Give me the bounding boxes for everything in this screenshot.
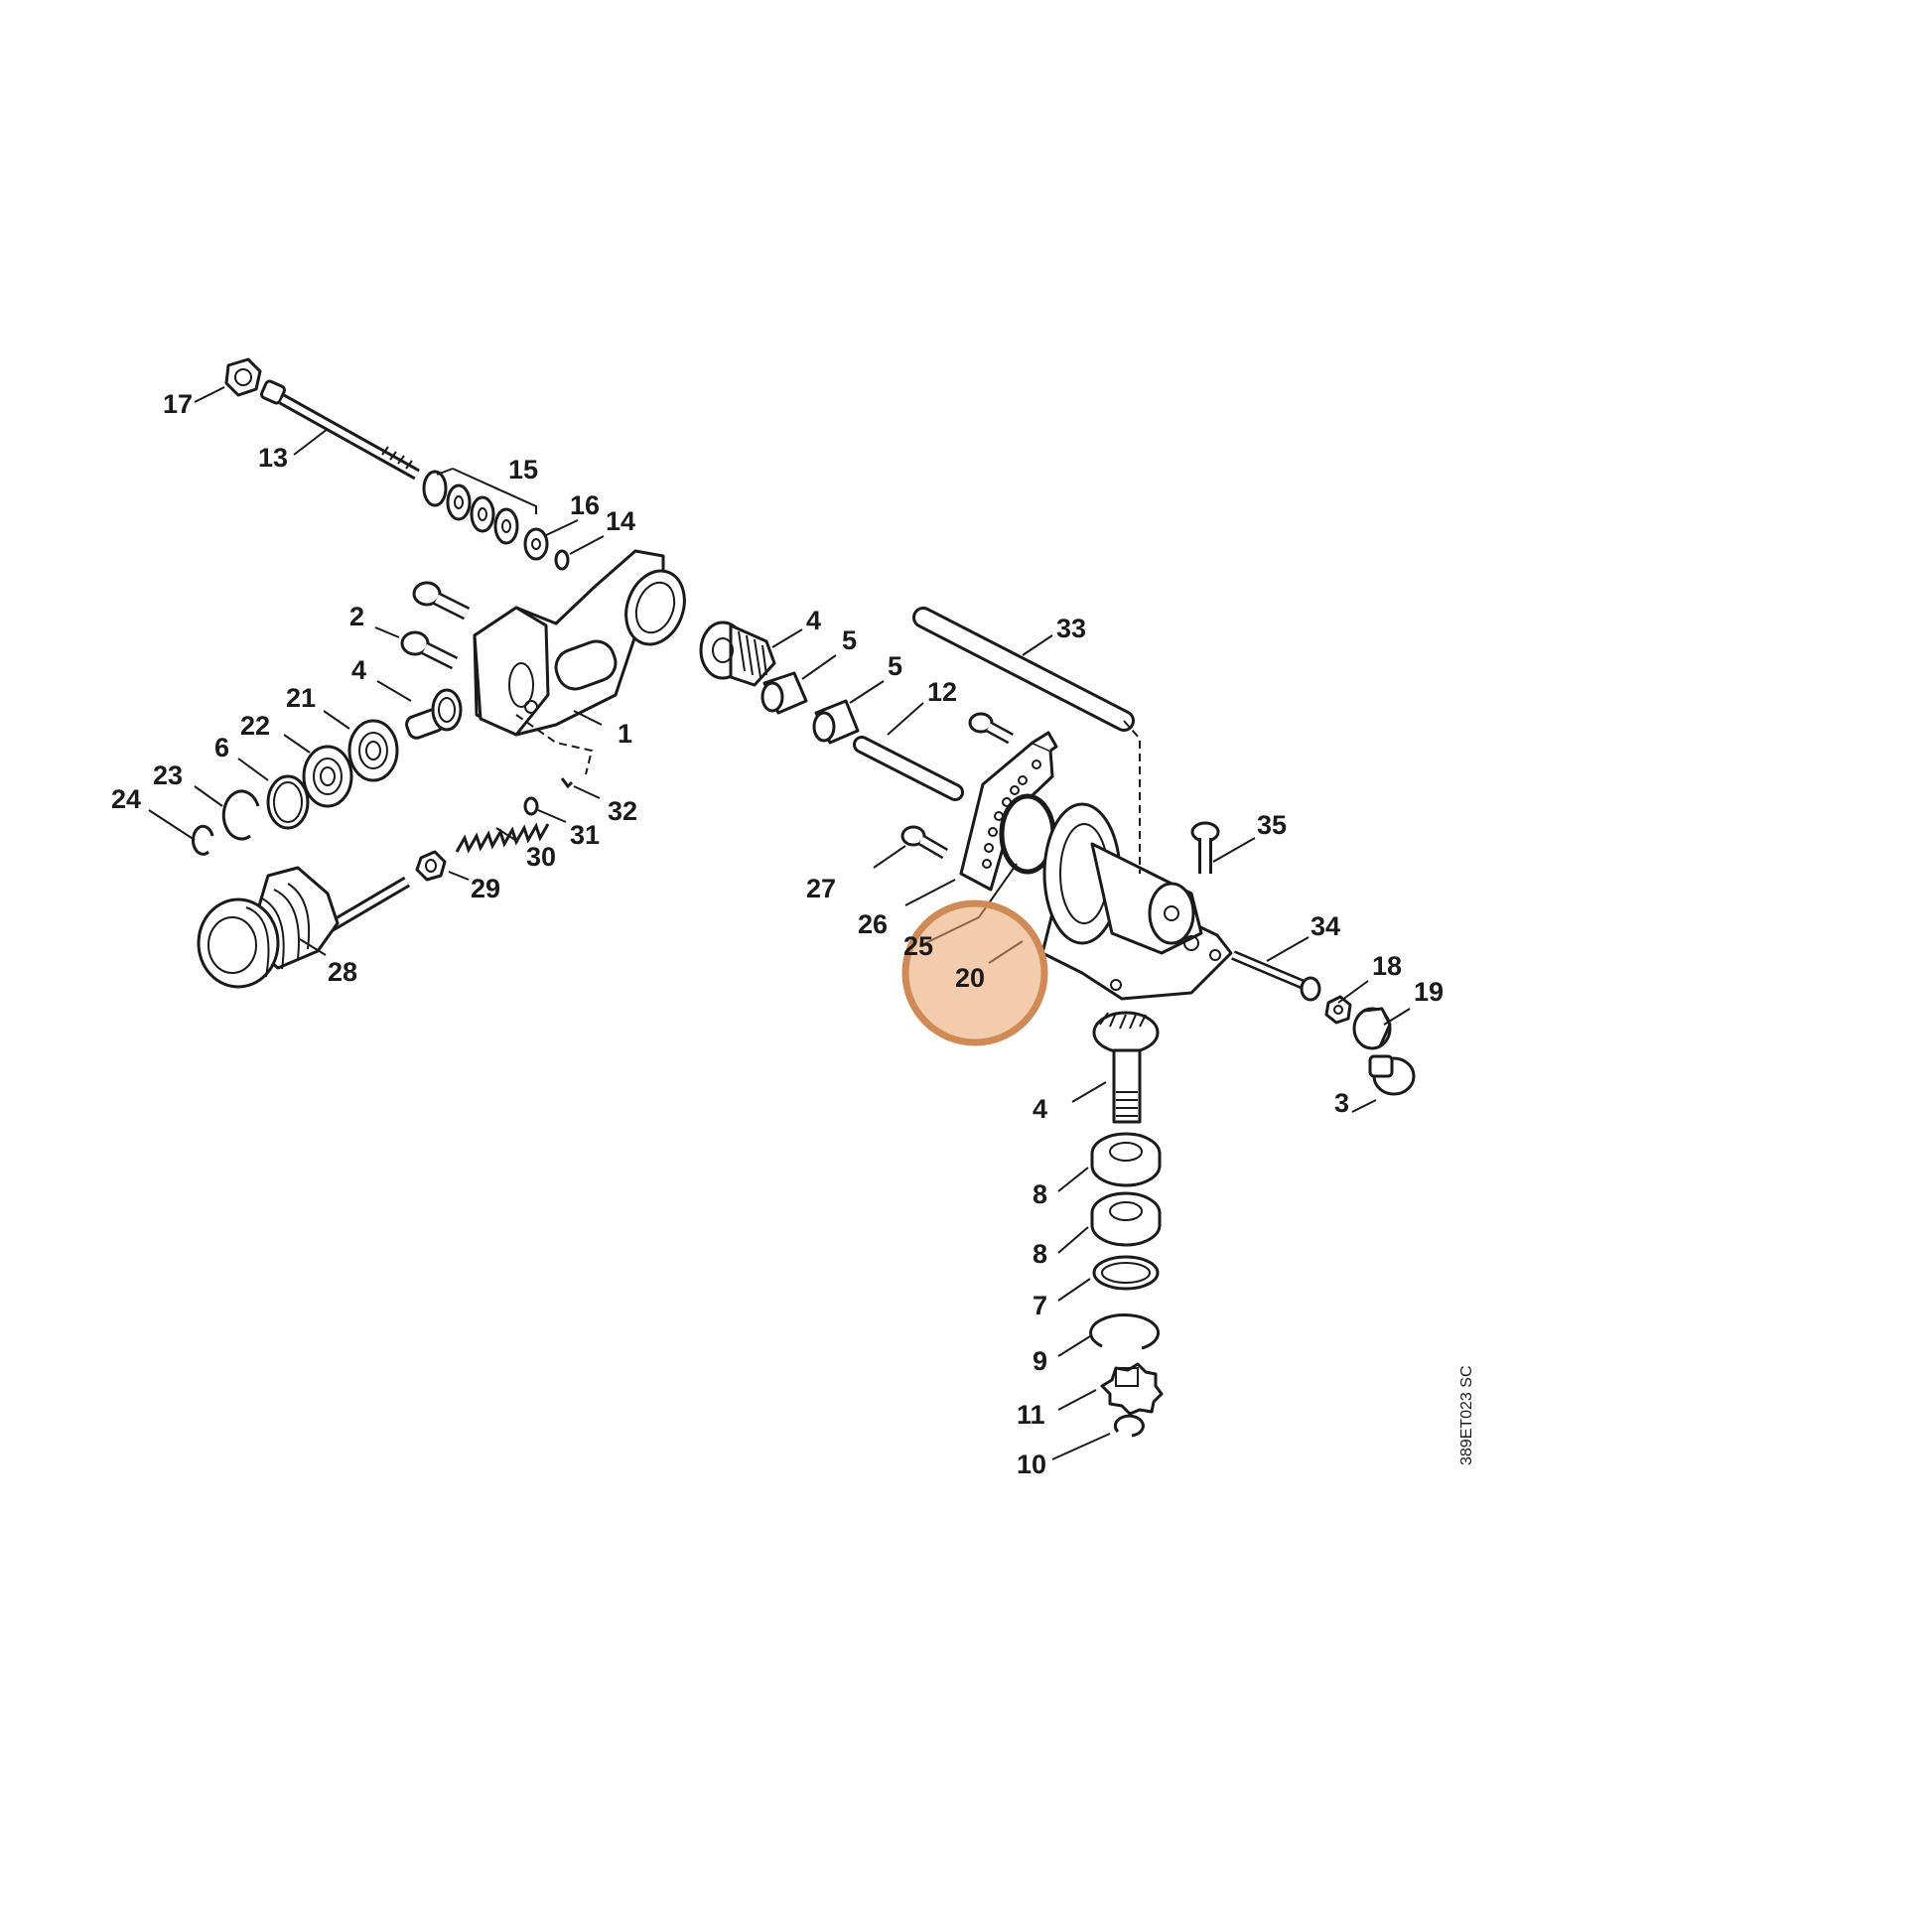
part-31-ring[interactable] xyxy=(523,796,539,816)
callout-19: 19 xyxy=(1414,977,1444,1007)
part-5-sleeve-lower[interactable] xyxy=(812,699,860,745)
callout-2: 2 xyxy=(349,602,364,631)
callout-18: 18 xyxy=(1372,951,1402,981)
callout-4-lower: 4 xyxy=(1033,1094,1047,1124)
callout-4-upper: 4 xyxy=(806,606,821,635)
part-18-nut[interactable] xyxy=(1324,995,1352,1025)
callout-32: 32 xyxy=(608,796,637,826)
callout-26: 26 xyxy=(858,909,888,939)
callout-10: 10 xyxy=(1017,1449,1046,1479)
part-2-screw-lower[interactable] xyxy=(400,630,459,670)
callout-labels: 17 13 15 16 14 2 4 21 22 6 23 24 1 32 31… xyxy=(111,389,1444,1479)
callout-11: 11 xyxy=(1017,1400,1045,1430)
part-21-ball-bearing[interactable] xyxy=(347,719,399,782)
part-12-pin[interactable] xyxy=(853,736,964,801)
callout-12: 12 xyxy=(927,677,957,707)
part-17-nut[interactable] xyxy=(224,357,262,397)
part-6-ring[interactable] xyxy=(266,774,310,830)
part-33-rod[interactable] xyxy=(912,607,1135,732)
callout-28: 28 xyxy=(328,957,357,987)
part-2-screw-upper[interactable] xyxy=(412,581,471,621)
callout-7: 7 xyxy=(1033,1291,1047,1320)
callout-31: 31 xyxy=(570,820,600,850)
callout-6: 6 xyxy=(214,733,229,762)
callout-15: 15 xyxy=(508,455,538,484)
part-13-bolt[interactable] xyxy=(259,379,420,481)
part-screw-upper-26[interactable] xyxy=(968,712,1014,745)
callout-8-upper: 8 xyxy=(1033,1179,1047,1209)
part-4-bevel-gear-left[interactable] xyxy=(404,688,463,740)
callout-8-lower: 8 xyxy=(1033,1239,1047,1269)
callout-33: 33 xyxy=(1056,614,1086,643)
part-24-circlip[interactable] xyxy=(191,824,214,856)
callout-13: 13 xyxy=(258,443,288,473)
part-19-cap[interactable] xyxy=(1352,1007,1392,1050)
part-30-spring[interactable] xyxy=(455,822,550,854)
callout-22: 22 xyxy=(240,711,270,741)
callout-1: 1 xyxy=(618,719,632,749)
part-28-grip-assembly[interactable] xyxy=(197,866,411,989)
part-15-washers[interactable] xyxy=(422,470,519,545)
callout-30: 30 xyxy=(526,842,556,872)
callout-16: 16 xyxy=(570,490,600,520)
part-32-pin[interactable] xyxy=(560,777,574,789)
part-gear-housing[interactable] xyxy=(1040,802,1233,1001)
part-27-screw[interactable] xyxy=(900,825,949,860)
callout-23: 23 xyxy=(153,760,183,790)
callout-14: 14 xyxy=(606,506,635,536)
assembly-line-clamp xyxy=(515,714,594,775)
part-7-ring[interactable] xyxy=(1092,1255,1160,1291)
callout-17: 17 xyxy=(163,389,193,419)
part-16-washer[interactable] xyxy=(523,527,549,561)
part-1-clamp-housing[interactable] xyxy=(473,549,694,737)
callout-20: 20 xyxy=(955,963,985,993)
callout-27: 27 xyxy=(806,874,836,903)
callout-3: 3 xyxy=(1334,1088,1349,1118)
part-11-sprocket[interactable] xyxy=(1100,1362,1164,1416)
callout-4-left: 4 xyxy=(351,655,366,685)
leader-lines xyxy=(148,386,1411,1460)
callout-5-upper: 5 xyxy=(842,625,857,655)
highlight-marker[interactable] xyxy=(901,899,1048,1046)
part-14-ring[interactable] xyxy=(554,549,570,571)
part-8-bearing-upper[interactable] xyxy=(1090,1132,1162,1187)
part-29-nut[interactable] xyxy=(415,850,447,882)
drawing-reference: 389ET023 SC xyxy=(1458,1365,1475,1465)
part-10-circlip[interactable] xyxy=(1113,1414,1145,1438)
part-35-screw[interactable] xyxy=(1190,821,1220,874)
assembly-line-rod xyxy=(1123,720,1141,874)
part-5-sleeve-upper[interactable] xyxy=(760,671,808,715)
part-23-circlip[interactable] xyxy=(221,789,260,841)
part-3-plug[interactable] xyxy=(1368,1054,1416,1096)
part-22-ball-bearing[interactable] xyxy=(302,745,353,808)
callout-24: 24 xyxy=(111,784,141,814)
callout-21: 21 xyxy=(286,683,316,713)
callout-9: 9 xyxy=(1033,1346,1047,1376)
part-4-bevel-gear-upper[interactable] xyxy=(699,621,776,687)
part-4-bevel-gear-shaft[interactable] xyxy=(1092,1011,1160,1124)
callout-35: 35 xyxy=(1257,810,1287,840)
part-9-circlip[interactable] xyxy=(1089,1313,1161,1350)
part-8-bearing-lower[interactable] xyxy=(1090,1191,1162,1247)
part-34-long-screw[interactable] xyxy=(1231,950,1321,1002)
callout-29: 29 xyxy=(471,874,500,903)
callout-25: 25 xyxy=(903,931,933,961)
callout-5-lower: 5 xyxy=(888,651,902,681)
callout-34: 34 xyxy=(1311,911,1340,941)
